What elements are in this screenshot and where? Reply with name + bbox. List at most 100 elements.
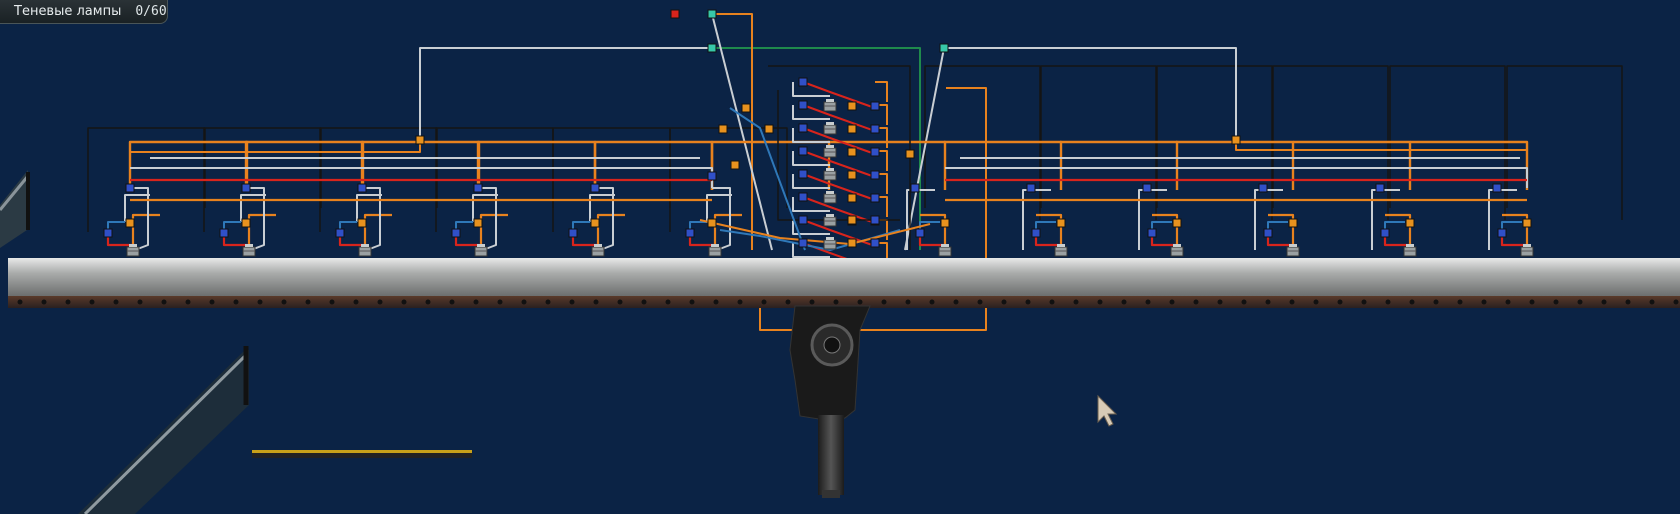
floor-rivet [233, 299, 239, 305]
lamp-icon [823, 237, 837, 250]
logic-node-icon [685, 228, 695, 238]
wire [130, 187, 149, 251]
floor-rivet [1289, 299, 1295, 305]
wire [792, 243, 830, 258]
logic-node-icon [798, 169, 808, 179]
logic-node-icon [125, 218, 135, 228]
floor-rivet [1649, 299, 1655, 305]
logic-node-icon [1497, 228, 1507, 238]
wire [128, 140, 249, 190]
wire [1385, 213, 1412, 250]
logic-node-icon [870, 193, 880, 203]
logic-node-icon [870, 170, 880, 180]
wire [222, 235, 249, 247]
floor-rivet [1337, 299, 1343, 305]
wire [338, 235, 365, 247]
lamp-icon [358, 244, 372, 257]
lamp-icon [823, 145, 837, 158]
floor-rivet [353, 299, 359, 305]
lower-left-ramp [78, 346, 249, 514]
lamp-icon [474, 244, 488, 257]
floor-rivet [473, 299, 479, 305]
lamp-icon [1054, 244, 1068, 257]
floor-rivet [905, 299, 911, 305]
floor-rivet [1505, 299, 1511, 305]
wire [593, 140, 714, 190]
wire [589, 194, 615, 222]
wire [944, 47, 1237, 140]
floor-rivet [209, 299, 215, 305]
logic-node-icon [1231, 135, 1241, 145]
shadow-lamps-counter: Теневые лампы 0/60 [0, 0, 168, 24]
logic-node-icon [1056, 218, 1066, 228]
wire [1500, 235, 1527, 247]
lamp-icon [823, 214, 837, 227]
floor-rivet [113, 299, 119, 305]
wire [362, 187, 381, 251]
logic-node-icon [847, 193, 857, 203]
floor-rivet [737, 299, 743, 305]
hanging-machine [789, 305, 871, 498]
logic-node-icon [103, 228, 113, 238]
wire [1488, 189, 1517, 250]
floor-rivet [1265, 299, 1271, 305]
wire [802, 81, 876, 109]
logic-node-icon [847, 147, 857, 157]
floor-rivet [785, 299, 791, 305]
hazard-platform [252, 450, 472, 458]
wire [792, 82, 830, 97]
floor-rivet [1625, 299, 1631, 305]
wire [1502, 213, 1529, 250]
upper-left-ramp [0, 170, 30, 248]
counter-value: 0/60 [135, 4, 167, 19]
wire [792, 128, 830, 143]
floor-rivet [1673, 299, 1679, 305]
wire [713, 213, 742, 250]
floor-rivet [1049, 299, 1055, 305]
wire [792, 151, 830, 166]
logic-node-icon [357, 183, 367, 193]
logic-node-icon [1026, 183, 1036, 193]
lamp-icon [126, 244, 140, 257]
main-floor [8, 258, 1680, 308]
wire [802, 196, 876, 224]
logic-node-icon [707, 171, 717, 181]
wire [363, 213, 392, 250]
wire [711, 13, 773, 251]
logic-node-icon [1288, 218, 1298, 228]
logic-node-icon [798, 100, 808, 110]
floor-rivet [137, 299, 143, 305]
floor-rivet [1169, 299, 1175, 305]
floor-rivet [1217, 299, 1223, 305]
wire [478, 187, 497, 251]
wire [875, 81, 888, 102]
logic-node-icon [473, 183, 483, 193]
logic-node-icon [1258, 183, 1268, 193]
wire [920, 213, 947, 250]
logic-node-icon [847, 124, 857, 134]
wire [792, 197, 830, 212]
logic-node-icon [915, 228, 925, 238]
lamp-icon [938, 244, 952, 257]
logic-node-icon [590, 183, 600, 193]
logic-node-icon [847, 170, 857, 180]
logic-node-icon [241, 183, 251, 193]
wire [759, 87, 987, 331]
lamp-icon [1403, 244, 1417, 257]
logic-node-icon [741, 103, 751, 113]
logic-node-icon [870, 147, 880, 157]
floor-rivet [1361, 299, 1367, 305]
floor-rivet [1073, 299, 1079, 305]
floor-rivet [569, 299, 575, 305]
wire [1036, 213, 1063, 250]
wire [1254, 189, 1283, 250]
floor-rivet [641, 299, 647, 305]
floor-rivet [977, 299, 983, 305]
floor-rivet [545, 299, 551, 305]
wire [904, 47, 945, 251]
floor-rivet [281, 299, 287, 305]
wiring-layer [87, 13, 1623, 331]
wire [792, 105, 830, 120]
floor-rivet [377, 299, 383, 305]
